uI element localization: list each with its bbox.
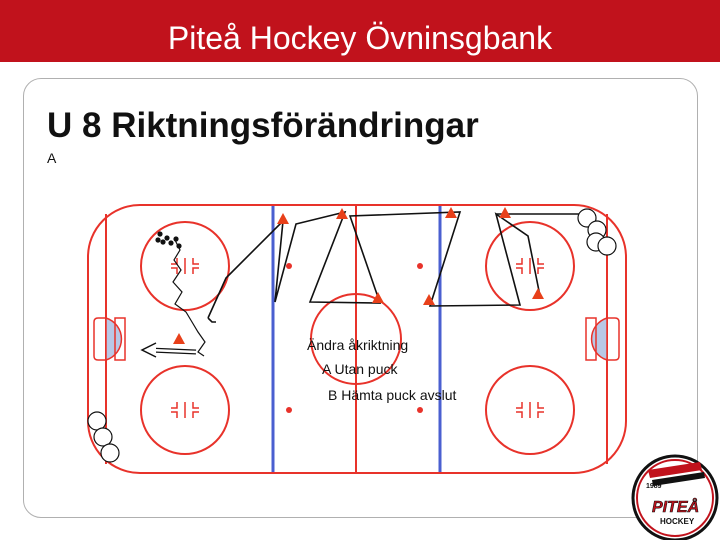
puck-pile: [155, 231, 182, 249]
note-line-3: B Hämta puck avslut: [328, 387, 456, 403]
faceoff-circle-bottom-right: [485, 365, 575, 455]
player-group-right: [577, 208, 617, 256]
header-banner: Piteå Hockey Övninsgbank: [0, 0, 720, 62]
faceoff-circle-top-left: [140, 221, 230, 311]
pitea-hockey-logo: 1989 PITEÅ HOCKEY: [631, 454, 719, 540]
goal-right: [585, 316, 620, 362]
drill-title: U 8 Riktningsförändringar: [47, 106, 479, 145]
content-card: [23, 78, 698, 518]
skating-path: [172, 210, 580, 357]
faceoff-dot: [417, 407, 423, 413]
return-arrow: [140, 342, 197, 358]
faceoff-circle-bottom-left: [140, 365, 230, 455]
faceoff-dot: [286, 407, 292, 413]
cone: [532, 288, 544, 299]
cone: [277, 213, 289, 224]
faceoff-dot: [286, 263, 292, 269]
logo-text-bottom: HOCKEY: [660, 517, 695, 526]
cone: [499, 207, 511, 218]
cone: [445, 207, 457, 218]
cones: [173, 207, 544, 344]
cone: [423, 294, 435, 305]
faceoff-dot: [417, 263, 423, 269]
goal-left: [93, 316, 126, 362]
cone: [336, 208, 348, 219]
cone: [173, 333, 185, 344]
header-title: Piteå Hockey Övninsgbank: [167, 20, 553, 56]
note-line-2: A Utan puck: [322, 361, 398, 377]
note-line-1: Ändra åkriktning: [307, 337, 408, 353]
logo-year: 1989: [646, 483, 662, 490]
logo-text-top: PITEÅ: [652, 497, 699, 516]
cone: [372, 292, 384, 303]
center-circle: [310, 293, 402, 385]
player-group-left: [87, 411, 120, 463]
faceoff-circle-top-right: [485, 221, 575, 311]
drill-subtitle: A: [47, 150, 57, 166]
rink-boards: [87, 204, 627, 474]
